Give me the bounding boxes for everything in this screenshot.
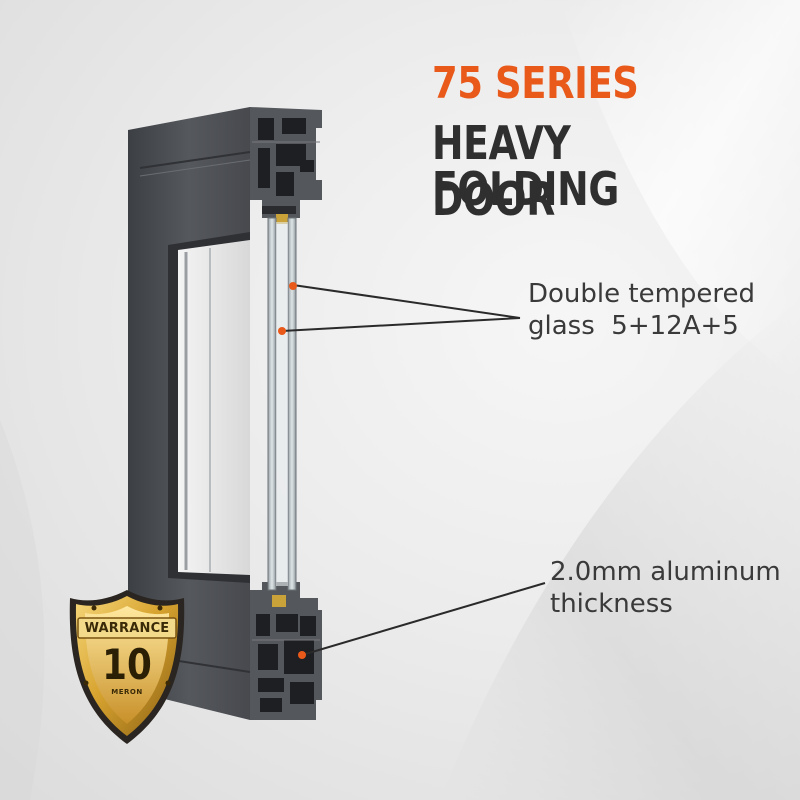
glass-callout-dot <box>278 327 286 335</box>
badge-years-number: 10 <box>102 640 152 689</box>
badge-brand-text: MERON <box>111 688 143 696</box>
double-glass-panes <box>267 217 297 591</box>
glass-callout-spec: glass 5+12A+5 <box>528 311 739 341</box>
aluminum-callout-label-2: thickness <box>550 589 673 619</box>
top-profile-section <box>250 107 322 224</box>
aluminum-callout-dot <box>298 651 306 659</box>
title-line-heavy-folding: HEAVY FOLDING <box>432 116 619 216</box>
warranty-badge: WARRANCE 10 MERON <box>64 588 190 746</box>
aluminum-callout-label: 2.0mm aluminum <box>550 557 781 587</box>
inner-glass-view <box>178 240 250 575</box>
frame-groove <box>139 151 251 169</box>
glass-callout-dot <box>289 282 297 290</box>
title-series: 75 SERIES <box>432 58 639 109</box>
title-line-door: DOOR <box>432 172 555 226</box>
glass-callout-label: Double tempered <box>528 279 756 309</box>
glass-callout-line <box>292 284 521 319</box>
glass-callout-line <box>281 317 521 332</box>
warranty-badge-icon <box>69 590 185 744</box>
frame-groove <box>139 159 251 177</box>
aluminum-callout-line <box>301 582 546 656</box>
badge-warranty-text: WARRANCE <box>84 621 170 636</box>
bottom-profile-section <box>250 582 322 720</box>
